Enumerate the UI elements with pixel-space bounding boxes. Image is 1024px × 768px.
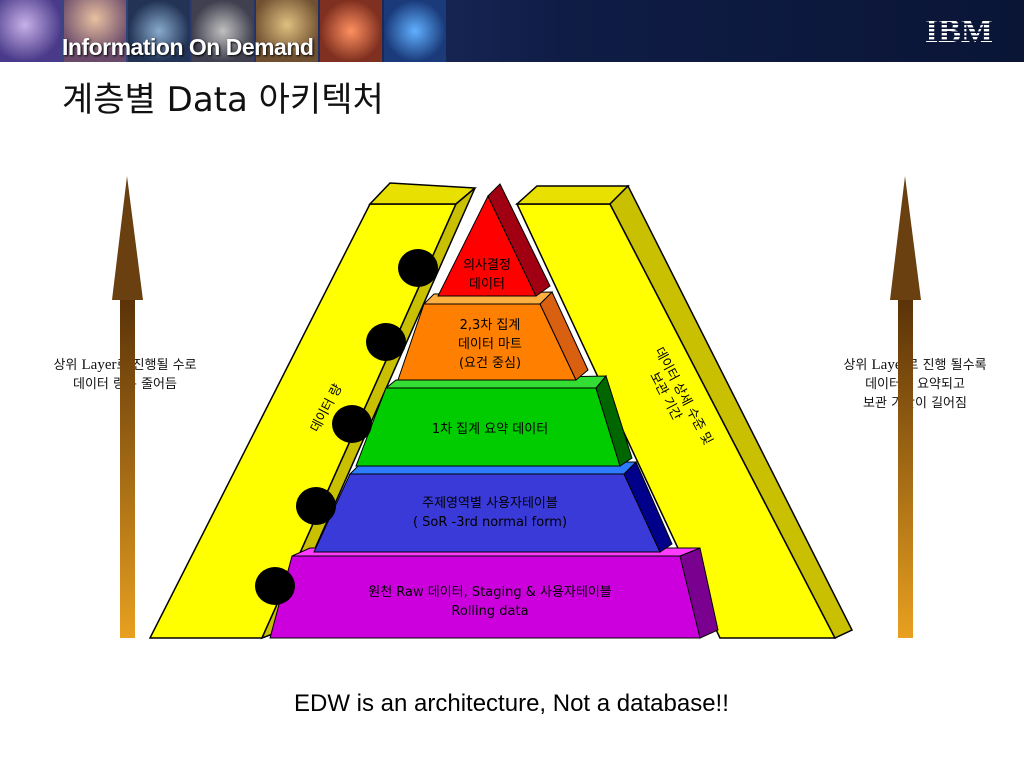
header-photo-5: [256, 0, 318, 62]
black-dots: [255, 249, 438, 605]
tier-2-label: 2,3차 집계 데이터 마트 (요건 중심): [458, 318, 522, 371]
header-photo-7: [384, 0, 446, 62]
dot-5: [255, 567, 295, 605]
tier-3-label: 1차 집계 요약 데이터: [431, 422, 549, 437]
right-note-line1: 상위 Layer로 진행 될수록: [843, 357, 987, 373]
tier-5-label: 원천 Raw 데이터, Staging & 사용자테이블 Rolling dat…: [368, 585, 612, 619]
header-photo-3: [128, 0, 190, 62]
right-note: 상위 Layer로 진행 될수록 데이터는 요약되고 보관 기간이 길어짐: [810, 356, 1020, 413]
header-photo-2: [64, 0, 126, 62]
ibm-logo: IBM: [925, 13, 993, 45]
svg-text:IBM: IBM: [925, 13, 993, 45]
left-arrow-shaft: [120, 298, 135, 638]
right-arrow-head: [890, 176, 921, 300]
header-banner: Information On Demand IBM: [0, 0, 1024, 62]
dot-4: [296, 487, 336, 525]
left-up-arrow: [112, 176, 143, 638]
right-yellow-band: [515, 184, 854, 639]
left-note-line1: 상위 Layer로 진행될 수로: [53, 357, 197, 373]
header-photo-4: [192, 0, 254, 62]
tier-1-label: 의사결정 데이터: [463, 258, 511, 292]
header-photo-1: [0, 0, 62, 62]
tier-1-side: [487, 183, 551, 297]
header-photo-strip: [0, 0, 448, 62]
dot-2: [366, 323, 406, 361]
right-note-line3: 보관 기간이 길어짐: [863, 396, 967, 411]
page-title: 계층별 Data 아키텍처: [62, 80, 384, 120]
tier-4-label: 주제영역별 사용자테이블 ( SoR -3rd normal form): [412, 496, 568, 530]
dot-3: [332, 405, 372, 443]
dot-1: [398, 249, 438, 287]
right-arrow-shaft: [898, 298, 913, 638]
footer-caption: EDW is an architecture, Not a database!!: [294, 690, 729, 717]
brand-text: Information On Demand: [62, 34, 314, 60]
header-photo-6: [320, 0, 382, 62]
left-yellow-band: [148, 182, 477, 640]
left-arrow-head: [112, 176, 143, 300]
right-note-line2: 데이터는 요약되고: [865, 377, 965, 392]
tier-1: [437, 183, 551, 297]
right-up-arrow: [890, 176, 921, 638]
